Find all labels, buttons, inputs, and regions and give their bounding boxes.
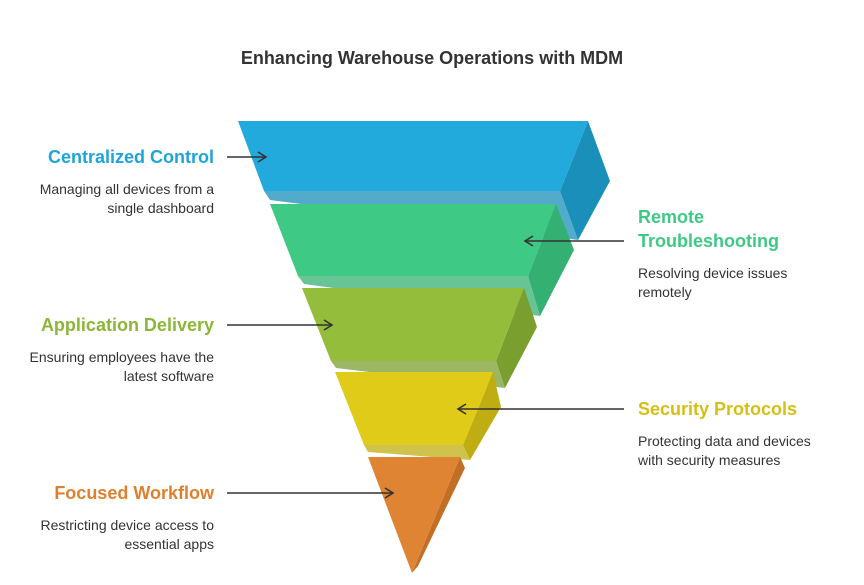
stage-desc-focused-workflow: Restricting device access to essential a… xyxy=(40,517,214,552)
layer-side-security-protocols xyxy=(463,372,501,460)
diagram-title: Enhancing Warehouse Operations with MDM xyxy=(240,48,624,68)
stage-title-security-protocols: Security Protocols xyxy=(638,399,798,419)
layer-side-remote-troubleshooting xyxy=(528,204,574,316)
layer-side-application-delivery xyxy=(496,288,537,388)
layer-front-application-delivery xyxy=(302,288,524,361)
stage-desc-centralized-control: Managing all devices from a single dashb… xyxy=(39,181,214,216)
stage-title-application-delivery: Application Delivery xyxy=(40,315,214,335)
stage-desc-remote-troubleshooting: Resolving device issues remotely xyxy=(638,265,788,300)
layer-front-centralized-control xyxy=(238,121,588,191)
funnel-layer-focused-workflow xyxy=(368,457,465,573)
stage-title-focused-workflow: Focused Workflow xyxy=(54,483,214,503)
layer-bottom-security-protocols xyxy=(364,445,470,460)
stage-desc-security-protocols: Protecting data and devices with securit… xyxy=(638,433,811,468)
layer-side-focused-workflow xyxy=(412,457,465,573)
stage-desc-application-delivery: Ensuring employees have the latest softw… xyxy=(29,349,214,384)
layer-side-centralized-control xyxy=(560,121,610,240)
stage-title-remote-troubleshooting: Remote Troubleshooting xyxy=(638,207,779,251)
layer-front-remote-troubleshooting xyxy=(270,204,556,276)
funnel-layer-security-protocols xyxy=(335,372,501,460)
stage-title-centralized-control: Centralized Control xyxy=(47,147,214,167)
layer-front-focused-workflow xyxy=(368,457,460,573)
layer-front-security-protocols xyxy=(335,372,493,445)
